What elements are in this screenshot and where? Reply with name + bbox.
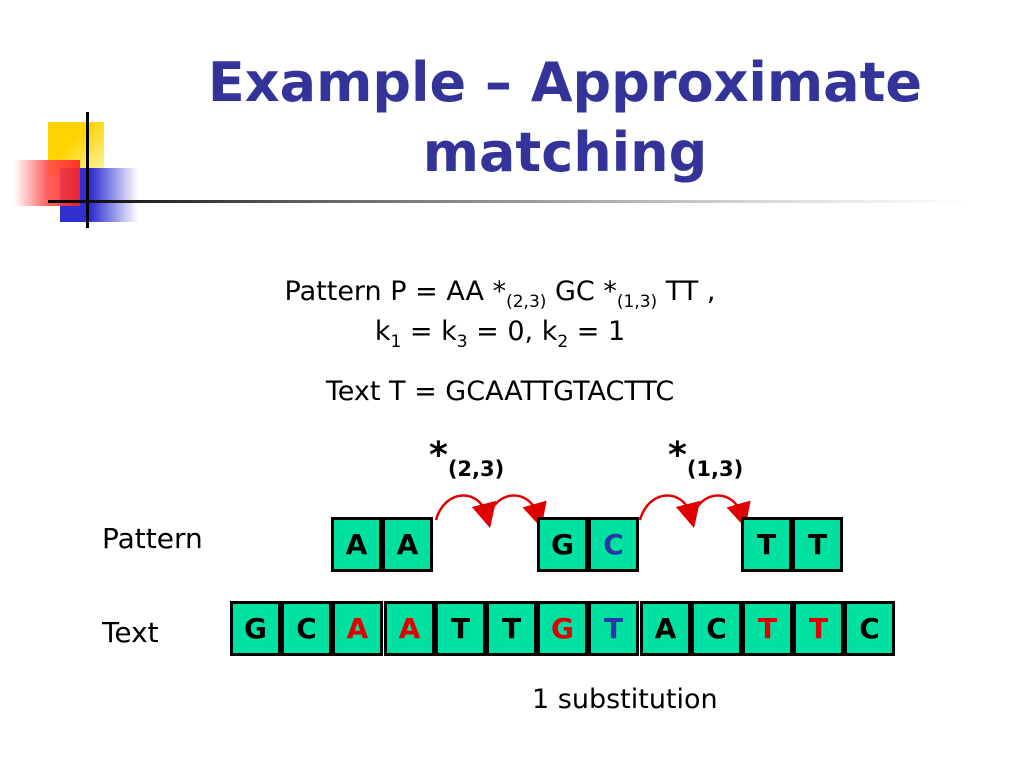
text-cell: T <box>742 601 793 656</box>
text-cell: C <box>844 601 895 656</box>
text-cell: T <box>793 601 844 656</box>
text-cell: C <box>691 601 742 656</box>
text-definition: Text T = GCAATTGTACTTC <box>325 376 675 407</box>
pattern-cell: A <box>382 517 433 572</box>
text-cell: G <box>230 601 281 656</box>
pattern-cell: G <box>537 517 588 572</box>
pattern-cell: T <box>741 517 792 572</box>
text-cell: C <box>281 601 332 656</box>
pattern-cell: T <box>792 517 843 572</box>
text-cell: A <box>640 601 691 656</box>
text-cell: A <box>332 601 383 656</box>
text-row-label: Text <box>102 616 159 649</box>
k-definition: k1 = k3 = 0, k2 = 1 <box>374 316 626 352</box>
text-cell: G <box>537 601 588 656</box>
gap2-arc-right <box>689 494 751 529</box>
text-cell: T <box>435 601 486 656</box>
gap1-arc-right <box>485 494 547 529</box>
gap2-label: *(1,3) <box>668 435 744 482</box>
gap1-arc-left <box>434 494 497 529</box>
gap2-arc-left <box>638 494 701 529</box>
logo-vertical-line <box>86 112 89 228</box>
text-cell: T <box>588 601 639 656</box>
substitution-note: 1 substitution <box>532 684 718 715</box>
gap1-label: *(2,3) <box>429 435 505 482</box>
logo-red-square <box>14 160 80 206</box>
pattern-cell: A <box>331 517 382 572</box>
pattern-definition: Pattern P = AA *(2,3) GC *(1,3) TT , <box>284 276 716 312</box>
slide-title: Example – Approximate matching <box>207 51 923 184</box>
pattern-cell: C <box>588 517 639 572</box>
text-cell: T <box>486 601 537 656</box>
pattern-row-label: Pattern <box>102 522 203 555</box>
logo-horizontal-line <box>48 200 968 203</box>
text-cell: A <box>384 601 435 656</box>
